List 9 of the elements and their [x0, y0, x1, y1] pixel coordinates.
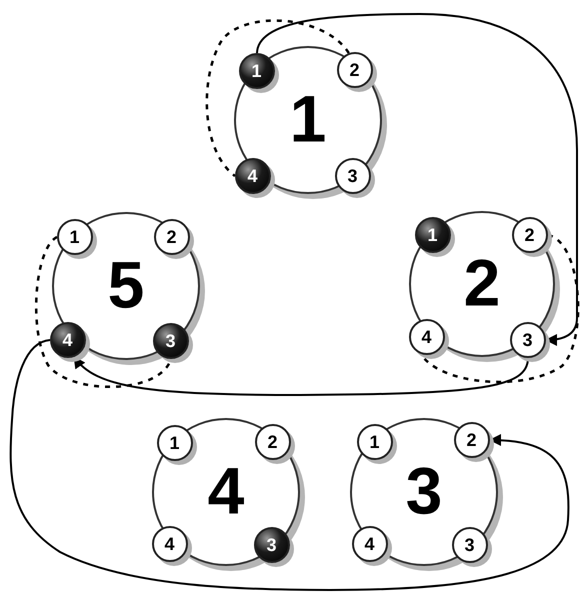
- circle-number: 4: [208, 458, 244, 524]
- circle-number: 2: [464, 250, 500, 316]
- dashed-connector: [34, 236, 172, 388]
- arrow: [256, 13, 578, 346]
- dashed-connector: [206, 19, 350, 177]
- arrow: [10, 339, 570, 591]
- circle-number: 3: [406, 458, 442, 524]
- circle-number: 5: [108, 252, 144, 318]
- circle-number: 1: [290, 86, 326, 152]
